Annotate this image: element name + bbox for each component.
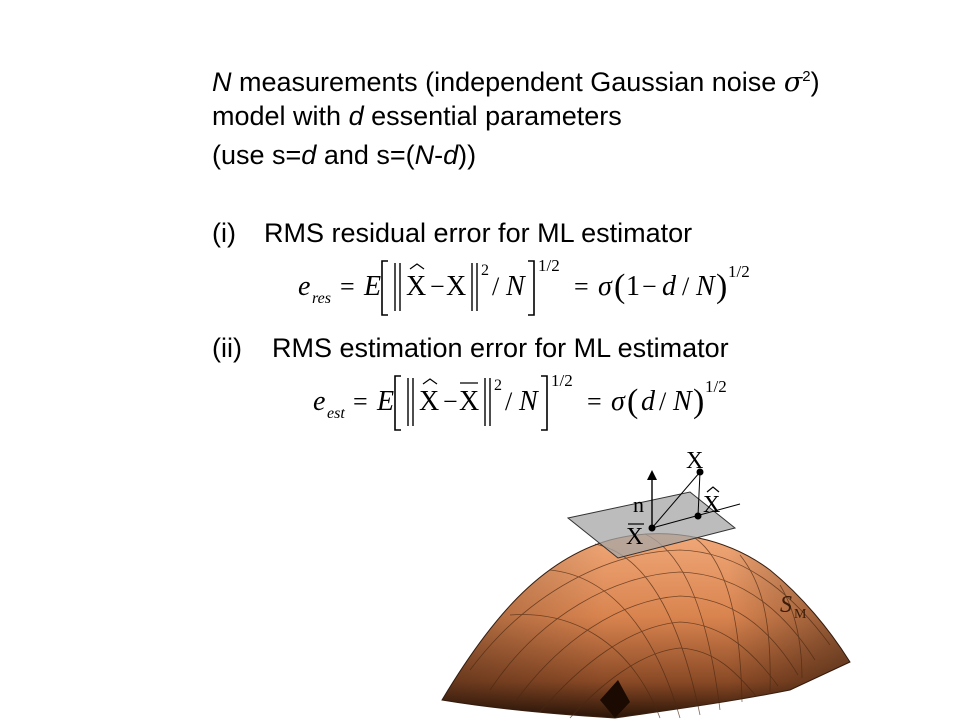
point-xhat <box>694 512 702 520</box>
eq-res-N: N <box>505 271 526 302</box>
eq-est-equals: = <box>353 387 368 416</box>
eq-est-sub: est <box>327 405 345 422</box>
manifold-shading <box>442 533 850 718</box>
eq-est-hat <box>422 378 438 385</box>
eq-res-minus: − <box>430 272 445 301</box>
eq-res-E: E <box>363 271 381 302</box>
eq-res-power-2: 1/2 <box>728 262 750 281</box>
sigma-symbol: σ <box>783 67 803 98</box>
eq-res-bracket-left <box>381 260 388 316</box>
point-xbar <box>648 524 656 532</box>
eq-est-power-2: 1/2 <box>705 377 727 396</box>
label-surface: S <box>780 592 792 618</box>
eq-res-sigma: σ <box>598 271 613 302</box>
item-i: (i) RMS residual error for ML estimator <box>212 217 692 249</box>
eq-est-divide: / <box>505 387 513 416</box>
eq-est-bracket-left <box>394 375 401 431</box>
equation-estimation: e est = E X − X 2 / N 1/2 = σ ( d / N ) … <box>313 371 727 431</box>
manifold-diagram: X n X X S M <box>441 448 851 719</box>
eq-est-bracket-right <box>541 375 548 431</box>
eq-res-bracket-right <box>528 260 535 316</box>
eq-est-minus: − <box>443 387 458 416</box>
line-x-to-xhat <box>697 471 701 517</box>
eq-est-rparen: ) <box>693 383 704 420</box>
intro-n-2: N <box>414 140 435 170</box>
line-x-to-xbar <box>651 471 701 529</box>
normal-arrowhead <box>647 470 657 480</box>
intro-n: N <box>212 67 232 97</box>
eq-est-e: e <box>313 386 325 417</box>
eq-res-one: 1 <box>626 271 640 302</box>
intro-close-paren: ) <box>810 67 820 97</box>
intro-text-3b: and s=( <box>316 140 415 170</box>
intro-line-1: N measurements (independent Gaussian noi… <box>212 61 820 99</box>
eq-est-N2: N <box>672 386 693 417</box>
point-x <box>696 468 704 476</box>
eq-res-lparen: ( <box>614 268 625 305</box>
eq-res-equals: = <box>340 272 355 301</box>
eq-est-sigma: σ <box>611 386 626 417</box>
intro-text-2b: essential parameters <box>363 101 622 131</box>
eq-est-lparen: ( <box>627 383 638 420</box>
label-n: n <box>633 492 644 517</box>
intro-text-2a: model with <box>212 101 349 131</box>
eq-res-hat <box>409 263 425 270</box>
eq-est-N: N <box>518 386 539 417</box>
label-xhat-hat <box>706 486 720 493</box>
intro-line-3: (use s=d and s=(N-d)) <box>212 139 476 171</box>
intro-text-3c: - <box>434 140 444 170</box>
label-x: X <box>686 448 703 474</box>
eq-est-d: d <box>641 386 656 417</box>
sigma-exponent: 2 <box>802 68 811 85</box>
eq-res-rparen: ) <box>716 268 727 305</box>
eq-res-x: X <box>446 271 466 302</box>
intro-text-1: measurements (independent Gaussian noise <box>231 67 784 97</box>
intro-text-3d: )) <box>458 140 477 170</box>
eq-est-power: 1/2 <box>551 371 573 390</box>
eq-res-xhat: X <box>406 271 426 302</box>
manifold-mesh <box>469 533 831 719</box>
item-ii: (ii) RMS estimation error for ML estimato… <box>212 332 729 364</box>
eq-res-square: 2 <box>481 262 489 279</box>
eq-res-sub: res <box>312 290 331 307</box>
intro-d: d <box>348 101 364 131</box>
eq-est-divide-2: / <box>659 387 667 416</box>
manifold-dark-tip <box>600 680 630 718</box>
label-xbar: X <box>626 524 643 550</box>
item-ii-text: RMS estimation error for ML estimator <box>272 333 729 363</box>
eq-est-square: 2 <box>494 377 502 394</box>
eq-est-equals-2: = <box>587 387 602 416</box>
item-ii-label: (ii) <box>212 333 242 363</box>
eq-res-power: 1/2 <box>538 256 560 275</box>
label-surface-sub: M <box>794 607 807 622</box>
intro-line-2: model with d essential parameters <box>212 100 622 132</box>
eq-res-minus-2: − <box>642 272 657 301</box>
intro-d-2: d <box>443 140 459 170</box>
item-i-label: (i) <box>212 218 236 248</box>
eq-res-N2: N <box>695 271 716 302</box>
eq-res-equals-2: = <box>574 272 589 301</box>
eq-res-divide-2: / <box>682 272 690 301</box>
eq-res-d: d <box>662 271 677 302</box>
intro-text-3a: (use s= <box>212 140 302 170</box>
eq-est-xhat: X <box>419 386 439 417</box>
intro-d-1: d <box>301 140 317 170</box>
equation-residual: e res = E X − X 2 / N 1/2 = σ ( 1 − d / … <box>298 256 750 316</box>
item-i-text: RMS residual error for ML estimator <box>264 218 693 248</box>
eq-res-divide: / <box>492 272 500 301</box>
eq-est-xbar: X <box>459 386 479 417</box>
label-xhat: X <box>703 492 720 518</box>
eq-res-e: e <box>298 271 310 302</box>
eq-est-E: E <box>376 386 394 417</box>
